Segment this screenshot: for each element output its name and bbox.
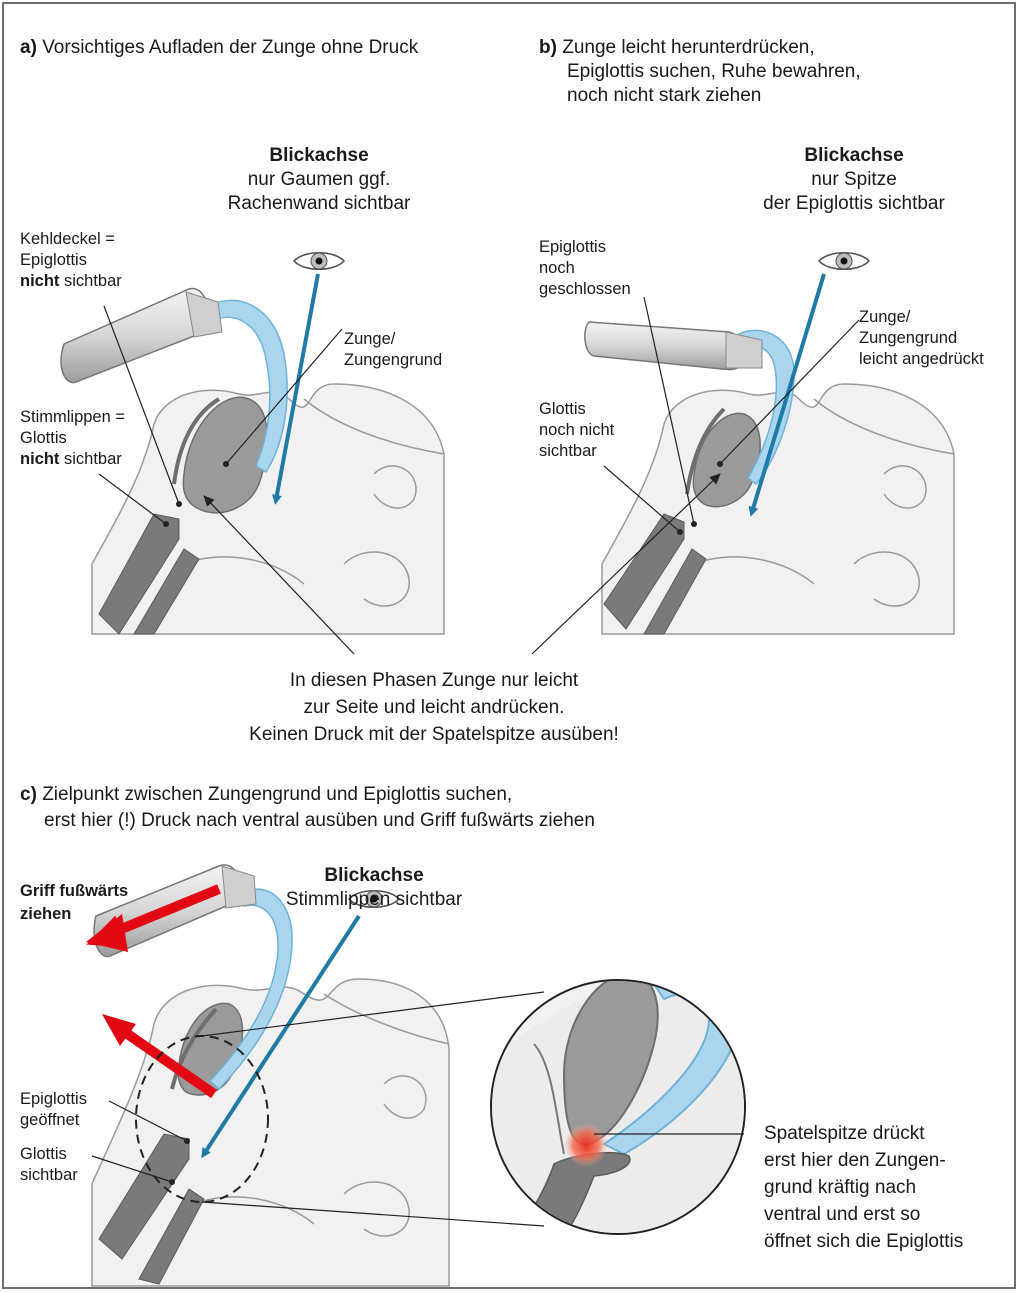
panel-a-axis-line2: Rachenwand sichtbar — [179, 192, 459, 216]
panel-a-axis-line1: nur Gaumen ggf. — [179, 168, 459, 192]
panel-b-epiglottis-l1: Epiglottis — [539, 237, 631, 258]
panel-a-tongue-l2: Zungengrund — [344, 350, 442, 371]
panel-c-glottis-label: Glottis sichtbar — [20, 1144, 78, 1186]
panel-b-tongue-l1: Zunge/ — [859, 307, 984, 328]
panel-b-epiglottis-l3: geschlossen — [539, 279, 631, 300]
panel-c-tip-note: Spatelspitze drückt erst hier den Zungen… — [764, 1120, 963, 1255]
handle-b — [585, 322, 743, 370]
panel-b-title-l3: noch nicht stark ziehen — [539, 84, 861, 108]
panel-b-glottis-l1: Glottis — [539, 399, 614, 420]
panel-b-label: b) — [539, 37, 557, 58]
panel-c-tip-l1: Spatelspitze drückt — [764, 1120, 963, 1147]
panel-c-glottis-l2: sichtbar — [20, 1165, 78, 1186]
panel-b-glottis-l3: sichtbar — [539, 441, 614, 462]
panel-a-sight-caption: Blickachse nur Gaumen ggf. Rachenwand si… — [179, 144, 459, 216]
panel-a-epiglottis-l1: Kehldeckel = — [20, 229, 122, 250]
panel-c-tip-l5: öffnet sich die Epiglottis — [764, 1228, 963, 1255]
panel-c-epiglottis-l2: geöffnet — [20, 1110, 87, 1131]
panel-b-title: b) Zunge leicht herunterdrücken, Epiglot… — [539, 36, 861, 108]
panel-b-axis-title: Blickachse — [724, 144, 984, 168]
panel-c-epiglottis-l1: Epiglottis — [20, 1089, 87, 1110]
pressure-point — [564, 1123, 608, 1167]
panel-c-sight-caption: Blickachse Stimmlippen sichtbar — [254, 864, 494, 912]
panel-a-tongue-label: Zunge/ Zungengrund — [344, 329, 442, 371]
panel-c-title: c) Zielpunkt zwischen Zungengrund und Ep… — [20, 782, 595, 834]
panel-c-glottis-l1: Glottis — [20, 1144, 78, 1165]
middle-note-line1: In diesen Phasen Zunge nur leicht — [154, 667, 714, 694]
middle-note: In diesen Phasen Zunge nur leicht zur Se… — [154, 667, 714, 748]
panel-b-sight-caption: Blickachse nur Spitze der Epiglottis sic… — [724, 144, 984, 216]
panel-c-label: c) — [20, 784, 37, 805]
panel-b-glottis-label: Glottis noch nicht sichtbar — [539, 399, 614, 462]
panel-a-glottis-rest: sichtbar — [59, 450, 121, 468]
panel-c-epiglottis-label: Epiglottis geöffnet — [20, 1089, 87, 1131]
panel-a-epiglottis-l2: Epiglottis — [20, 250, 122, 271]
panel-a-axis-title: Blickachse — [179, 144, 459, 168]
panel-c-tip-l4: ventral und erst so — [764, 1201, 963, 1228]
panel-a-glottis-l1: Stimmlippen = — [20, 407, 125, 428]
panel-c-title-l2: erst hier (!) Druck nach ventral ausüben… — [20, 808, 595, 834]
panel-c-drawing — [85, 865, 745, 1286]
panel-c-axis-title: Blickachse — [254, 864, 494, 888]
panel-a-glottis-bold: nicht — [20, 450, 59, 468]
panel-b-axis-line1: nur Spitze — [724, 168, 984, 192]
panel-b-epiglottis-l2: noch — [539, 258, 631, 279]
panel-a-label: a) — [20, 37, 37, 58]
panel-b-tongue-label: Zunge/ Zungengrund leicht angedrückt — [859, 307, 984, 370]
head-c — [92, 979, 449, 1286]
panel-a-epiglottis-rest: sichtbar — [59, 272, 121, 290]
panel-c-handle-l1: Griff fußwärts — [20, 880, 128, 903]
panel-a-tongue-l1: Zunge/ — [344, 329, 442, 350]
panel-c-handle-label: Griff fußwärts ziehen — [20, 880, 128, 926]
eye-icon-b — [819, 253, 869, 270]
panel-a-title: a) Vorsichtiges Aufladen der Zunge ohne … — [20, 36, 418, 60]
panel-c-axis-line1: Stimmlippen sichtbar — [254, 888, 494, 912]
panel-b-title-l1: Zunge leicht herunterdrücken, — [562, 37, 814, 58]
panel-c-title-l1: Zielpunkt zwischen Zungengrund und Epigl… — [42, 784, 512, 805]
panel-b-tongue-l3: leicht angedrückt — [859, 349, 984, 370]
panel-a-glottis-l2: Glottis — [20, 428, 125, 449]
panel-b-title-l2: Epiglottis suchen, Ruhe bewahren, — [539, 60, 861, 84]
panel-a-title-text: Vorsichtiges Aufladen der Zunge ohne Dru… — [42, 37, 418, 58]
panel-c-handle-l2: ziehen — [20, 903, 128, 926]
middle-note-line3: Keinen Druck mit der Spatelspitze ausübe… — [154, 721, 714, 748]
panel-b-epiglottis-label: Epiglottis noch geschlossen — [539, 237, 631, 300]
panel-a-epiglottis-bold: nicht — [20, 272, 59, 290]
eye-icon-a — [294, 253, 344, 270]
panel-b-axis-line2: der Epiglottis sichtbar — [724, 192, 984, 216]
panel-c-tip-l3: grund kräftig nach — [764, 1174, 963, 1201]
panel-a-glottis-label: Stimmlippen = Glottis nicht sichtbar — [20, 407, 125, 470]
middle-note-line2: zur Seite und leicht andrücken. — [154, 694, 714, 721]
zoom-inset — [489, 972, 745, 1254]
panel-b-tongue-l2: Zungengrund — [859, 328, 984, 349]
panel-a-epiglottis-label: Kehldeckel = Epiglottis nicht sichtbar — [20, 229, 122, 292]
panel-c-tip-l2: erst hier den Zungen- — [764, 1147, 963, 1174]
panel-b-glottis-l2: noch nicht — [539, 420, 614, 441]
